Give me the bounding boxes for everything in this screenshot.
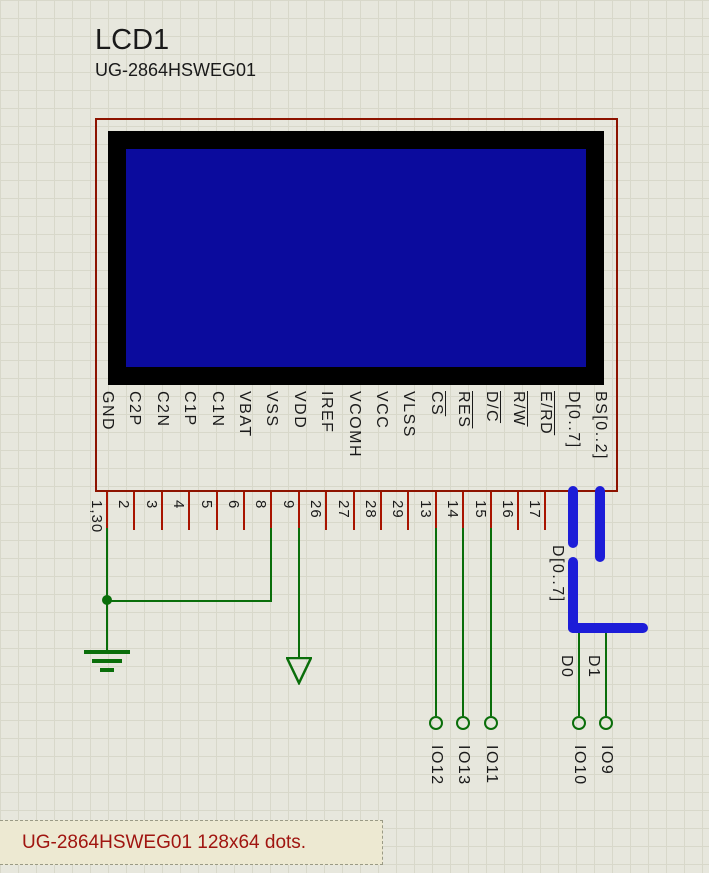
terminal-io11[interactable] xyxy=(484,716,498,730)
pin-label-c1n: C1N xyxy=(209,391,226,428)
pin-stub[interactable] xyxy=(325,492,327,530)
wire-res[interactable] xyxy=(462,528,464,716)
pin-label-vbat: VBAT xyxy=(236,391,253,438)
terminal-label-io10[interactable]: IO10 xyxy=(571,745,588,786)
pin-stub[interactable] xyxy=(435,492,437,530)
pin-stub[interactable] xyxy=(353,492,355,530)
wire-net-label-d1[interactable]: D1 xyxy=(585,655,602,679)
pin-number: 4 xyxy=(170,500,187,510)
pin-label-vss: VSS xyxy=(263,391,280,428)
pin-stub[interactable] xyxy=(106,492,108,530)
pin-label-vlss: VLSS xyxy=(400,391,417,438)
pin-label-c2n: C2N xyxy=(154,391,171,428)
component-ref[interactable]: LCD1 xyxy=(95,24,170,56)
pin-number: 14 xyxy=(444,500,461,519)
wire-dc[interactable] xyxy=(490,528,492,716)
pin-label-vcc: VCC xyxy=(373,391,390,430)
pin-label-bsbus: BS[0..2] xyxy=(592,391,609,460)
wire-gnd[interactable] xyxy=(106,528,108,652)
pin-label-cs: CS xyxy=(428,391,445,417)
terminal-io12[interactable] xyxy=(429,716,443,730)
ground-symbol[interactable] xyxy=(84,650,130,654)
tooltip-text: UG-2864HSWEG01 128x64 dots. xyxy=(22,831,307,853)
pin-label-dc: D/C xyxy=(483,391,500,424)
wire-vss-vertical[interactable] xyxy=(270,528,272,602)
pin-label-dbus: D[0..7] xyxy=(565,391,582,449)
terminal-label-io11[interactable]: IO11 xyxy=(483,745,500,785)
pin-label-c1p: C1P xyxy=(181,391,198,427)
terminal-label-io9[interactable]: IO9 xyxy=(598,745,615,776)
wire-vdd[interactable] xyxy=(298,528,300,659)
pin-label-c2p: C2P xyxy=(126,391,143,427)
pin-label-res: RES xyxy=(455,391,472,429)
pin-stub[interactable] xyxy=(462,492,464,530)
wire-cs[interactable] xyxy=(435,528,437,716)
pin-stub[interactable] xyxy=(216,492,218,530)
pin-number: 15 xyxy=(472,500,489,519)
pin-number: 13 xyxy=(417,500,434,519)
component-value[interactable]: UG-2864HSWEG01 xyxy=(95,60,257,80)
pin-number: 28 xyxy=(362,500,379,519)
ground-symbol xyxy=(92,659,122,663)
pin-number: 29 xyxy=(389,500,406,519)
terminal-label-io13[interactable]: IO13 xyxy=(455,745,472,786)
wire-junction-dot xyxy=(102,595,112,605)
pin-number: 26 xyxy=(307,500,324,519)
pin-number: 6 xyxy=(225,500,242,510)
pin-label-vdd: VDD xyxy=(291,391,308,430)
pin-number: 2 xyxy=(115,500,132,510)
pin-number: 27 xyxy=(335,500,352,519)
pin-number: 3 xyxy=(143,500,160,510)
pin-label-erd: E/RD xyxy=(537,391,554,436)
pin-number: 9 xyxy=(280,500,297,510)
pin-stub[interactable] xyxy=(544,492,546,530)
pin-stub[interactable] xyxy=(490,492,492,530)
pin-label-iref: IREF xyxy=(318,391,335,434)
wire-net-label-d0[interactable]: D0 xyxy=(558,655,575,679)
power-arrow-icon[interactable] xyxy=(286,657,312,685)
terminal-label-io12[interactable]: IO12 xyxy=(428,745,445,786)
component-body[interactable] xyxy=(95,118,618,492)
bus-bs-pin-segment[interactable] xyxy=(595,486,605,562)
terminal-io9[interactable] xyxy=(599,716,613,730)
pin-label-rw: R/W xyxy=(510,391,527,427)
bus-d-pin-segment[interactable] xyxy=(568,486,578,548)
pin-stub[interactable] xyxy=(133,492,135,530)
pin-number: 5 xyxy=(198,500,215,510)
display-screen xyxy=(126,149,586,367)
pin-stub[interactable] xyxy=(517,492,519,530)
pin-number: 1,30 xyxy=(88,500,105,534)
pin-stub[interactable] xyxy=(270,492,272,530)
pin-label-vcomh: VCOMH xyxy=(346,391,363,459)
bus-net-label[interactable]: D[0..7] xyxy=(549,545,566,603)
pin-stub[interactable] xyxy=(161,492,163,530)
wire-d0[interactable] xyxy=(578,630,580,716)
pin-number: 8 xyxy=(252,500,269,510)
wire-vss-horizontal[interactable] xyxy=(106,600,272,602)
wire-d1[interactable] xyxy=(605,630,607,716)
pin-stub[interactable] xyxy=(298,492,300,530)
terminal-io13[interactable] xyxy=(456,716,470,730)
terminal-io10[interactable] xyxy=(572,716,586,730)
pin-stub[interactable] xyxy=(243,492,245,530)
pin-label-gnd: GND xyxy=(99,391,116,432)
pin-stub[interactable] xyxy=(380,492,382,530)
pin-number: 16 xyxy=(499,500,516,519)
pin-number: 17 xyxy=(526,500,543,519)
tooltip-box: UG-2864HSWEG01 128x64 dots. xyxy=(0,820,383,865)
pin-stub[interactable] xyxy=(407,492,409,530)
pin-stub[interactable] xyxy=(188,492,190,530)
bus-d-vertical-segment[interactable] xyxy=(568,557,578,633)
ground-symbol xyxy=(100,668,114,672)
bus-d-horizontal-segment[interactable] xyxy=(568,623,648,633)
